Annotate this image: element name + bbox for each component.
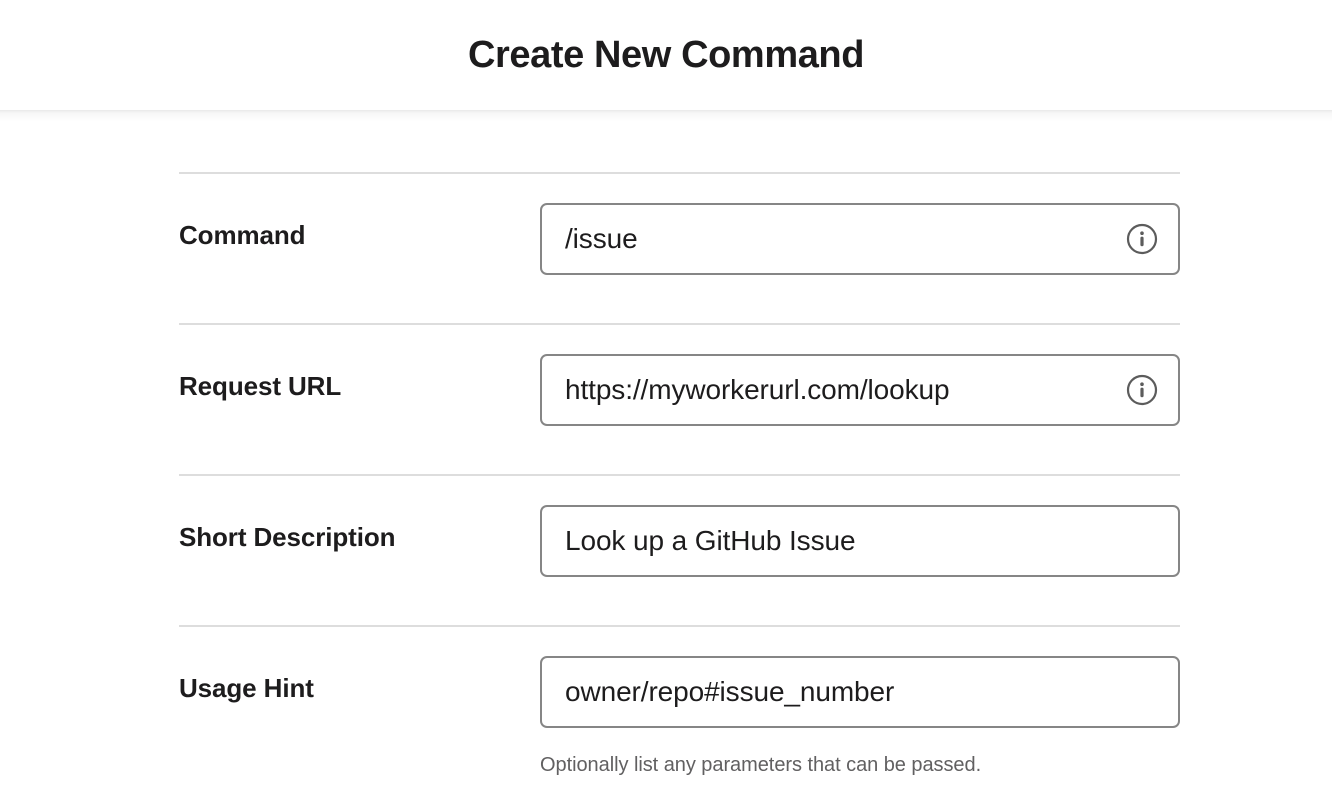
usage-hint-input[interactable] <box>542 675 1178 709</box>
info-circle-icon-request-url[interactable] <box>1126 374 1158 406</box>
form-divider-1 <box>179 323 1180 325</box>
form-divider-2 <box>179 474 1180 476</box>
usage-hint-input-wrapper[interactable] <box>540 656 1180 728</box>
modal-header: Create New Command <box>0 0 1332 110</box>
field-control-command <box>540 203 1180 275</box>
field-label-usage-hint: Usage Hint <box>179 673 314 703</box>
request-url-input[interactable] <box>542 373 1178 407</box>
field-control-usage-hint: Optionally list any parameters that can … <box>540 656 1180 778</box>
field-label-command: Command <box>179 220 306 250</box>
command-input[interactable] <box>542 222 1178 256</box>
form-divider-3 <box>179 625 1180 627</box>
page-title: Create New Command <box>467 34 865 76</box>
form-divider-top <box>179 172 1180 174</box>
short-description-input-wrapper[interactable] <box>540 505 1180 577</box>
form-row-request-url: Request URL <box>179 325 1180 474</box>
create-command-form: Command Request URL <box>179 172 1180 778</box>
form-row-command: Command <box>179 174 1180 323</box>
short-description-input[interactable] <box>542 524 1178 558</box>
command-input-wrapper[interactable] <box>540 203 1180 275</box>
modal-body: Command Request URL <box>0 110 1332 778</box>
usage-hint-help-text: Optionally list any parameters that can … <box>540 754 982 776</box>
form-row-usage-hint: Usage Hint Optionally list any parameter… <box>179 627 1180 778</box>
info-circle-icon-command[interactable] <box>1126 223 1158 255</box>
field-label-request-url: Request URL <box>179 371 342 401</box>
field-control-request-url <box>540 354 1180 426</box>
field-control-short-description <box>540 505 1180 577</box>
form-row-short-description: Short Description <box>179 476 1180 625</box>
field-label-short-description: Short Description <box>179 522 396 552</box>
request-url-input-wrapper[interactable] <box>540 354 1180 426</box>
